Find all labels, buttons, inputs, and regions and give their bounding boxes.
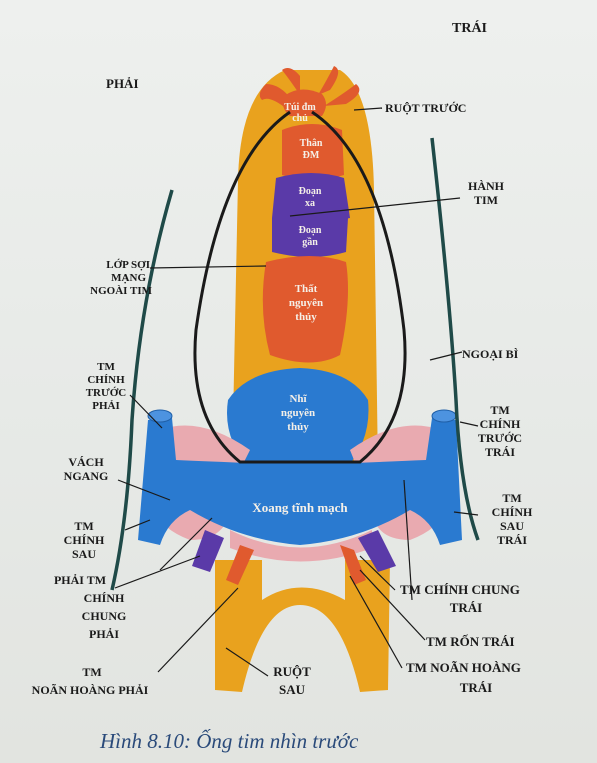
truncus-arteriosus: [282, 124, 344, 180]
epicardium-label-3: NGOÀI TIM: [90, 285, 152, 297]
r-ant-cardinal-label-2: CHÍNH: [87, 374, 125, 386]
primitive-atrium: [227, 368, 369, 470]
truncus-label-2: ĐM: [303, 150, 320, 161]
aortic-sac-label-2: chủ: [292, 113, 308, 124]
ectoderm-label: NGOẠI BÌ: [462, 347, 519, 361]
primitive-ventricle: [262, 256, 348, 363]
atrium-label-1: Nhĩ: [289, 393, 307, 405]
figure-caption: Hình 8.10: Ống tim nhìn trước: [99, 729, 359, 753]
l-vitelline-label-2: TRÁI: [460, 680, 493, 695]
ventricle-label-2: nguyên: [289, 297, 323, 309]
r-common-cardinal-label-1: CHÍNH: [84, 591, 125, 605]
septum-label-2: NGANG: [64, 469, 109, 483]
r-post-cardinal-label-4: PHẢI TM: [54, 573, 106, 587]
left-side-label: TRÁI: [452, 19, 487, 36]
l-vitelline-label-1: TM NOÃN HOÀNG: [406, 660, 521, 675]
l-common-cardinal-label-2: TRÁI: [450, 600, 483, 615]
proximal-label-1: Đoạn: [299, 225, 322, 236]
l-umbilical-label: TM RỐN TRÁI: [426, 634, 515, 649]
r-post-cardinal-label-2: CHÍNH: [64, 533, 105, 547]
pericardium-outline: [193, 110, 407, 464]
distal-label-2: xa: [305, 198, 315, 209]
left-anterior-cardinal-opening: [431, 409, 457, 423]
left-common-cardinal-vein: [358, 530, 396, 572]
leader-lines: [114, 107, 479, 677]
ectoderm-right: [110, 189, 174, 591]
right-vitelline-vein: [226, 545, 254, 585]
epicardium-label-1: LỚP SỢI: [106, 259, 150, 271]
right-side-label: PHẢI: [106, 76, 139, 91]
epicardium-label-2: MẠNG: [111, 272, 146, 284]
ectoderm-left: [430, 137, 480, 541]
r-vitelline-label-2: NOÃN HOÀNG PHẢI: [32, 683, 149, 697]
aortic-arches: [259, 66, 360, 116]
atrium-label-3: thủy: [287, 421, 309, 433]
sinus-venosus: [138, 418, 462, 545]
proximal-label-2: gần: [302, 237, 318, 248]
aortic-sac-label-1: Túi đm: [284, 102, 316, 113]
l-ant-cardinal-label-4: TRÁI: [485, 445, 515, 459]
l-post-cardinal-label-2: CHÍNH: [492, 505, 533, 519]
l-ant-cardinal-label-1: TM: [490, 403, 509, 417]
ventricle-label-1: Thất: [295, 283, 318, 295]
r-common-cardinal-label-2: CHUNG: [82, 609, 127, 623]
l-post-cardinal-label-3: SAU: [500, 519, 524, 533]
septum-center: [230, 530, 372, 562]
distal-bulbus: [272, 173, 350, 222]
left-umbilical-vein: [340, 545, 366, 585]
r-post-cardinal-label-3: SAU: [72, 547, 96, 561]
l-post-cardinal-label-4: TRÁI: [497, 533, 527, 547]
hindgut-label-1: RUỘT: [273, 664, 311, 679]
ventricle-label-3: thủy: [295, 311, 317, 323]
proximal-bulbus: [272, 214, 348, 257]
r-ant-cardinal-label-1: TM: [97, 361, 115, 373]
l-post-cardinal-label-1: TM: [502, 491, 521, 505]
l-ant-cardinal-label-2: CHÍNH: [480, 417, 521, 431]
r-post-cardinal-label-1: TM: [74, 519, 93, 533]
hindgut-shape: [215, 560, 390, 692]
septum-label-1: VÁCH: [68, 455, 104, 469]
r-ant-cardinal-label-3: TRƯỚC: [86, 387, 127, 399]
sinus-venosus-label: Xoang tĩnh mạch: [252, 500, 348, 515]
r-common-cardinal-label-3: PHẢI: [89, 627, 119, 641]
atrium-label-2: nguyên: [281, 407, 315, 419]
r-vitelline-label-1: TM: [82, 665, 101, 679]
bulbus-cordis-label-2: TIM: [474, 193, 498, 207]
l-common-cardinal-label-1: TM CHÍNH CHUNG: [400, 582, 520, 597]
r-ant-cardinal-label-4: PHẢI: [92, 400, 120, 412]
hindgut-label-2: SAU: [279, 682, 306, 697]
bulbus-cordis-label-1: HÀNH: [468, 179, 505, 193]
l-ant-cardinal-label-3: TRƯỚC: [478, 431, 522, 445]
right-common-cardinal-vein: [192, 530, 224, 572]
distal-label-1: Đoạn: [299, 186, 322, 197]
foregut-label: RUỘT TRƯỚC: [385, 101, 466, 115]
truncus-label-1: Thân: [300, 138, 323, 149]
right-anterior-cardinal-opening: [147, 409, 173, 423]
